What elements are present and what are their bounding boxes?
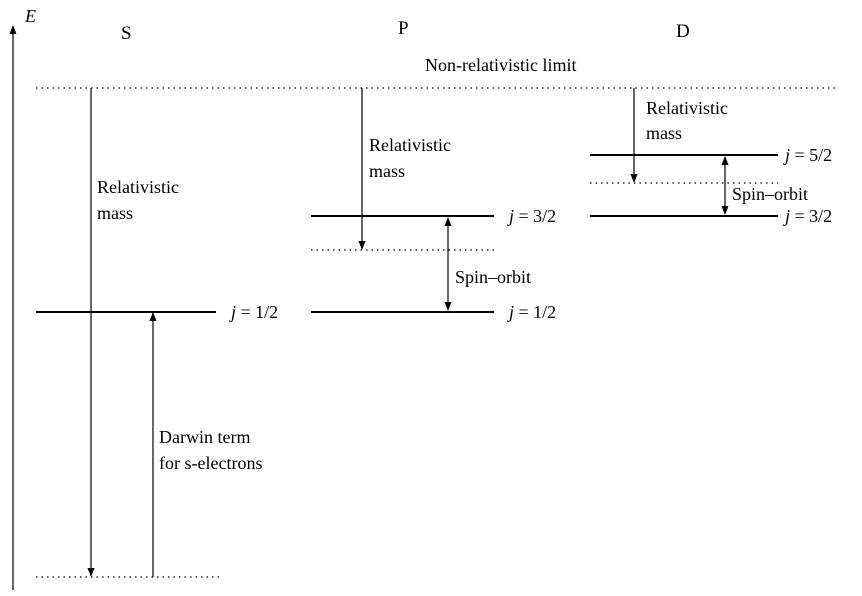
s-darwin-term-label: Darwin term for s-electrons (159, 427, 262, 473)
d-j-three-half-label: j = 3/2 (783, 206, 832, 226)
column-header-s: S (121, 23, 132, 44)
p-spin-orbit-label: Spin–orbit (455, 267, 531, 287)
column-header-d: D (676, 21, 690, 42)
column-header-p: P (398, 18, 409, 39)
non-relativistic-limit-label: Non-relativistic limit (425, 55, 576, 75)
s-j-half-label: j = 1/2 (229, 302, 278, 322)
d-spin-orbit-label: Spin–orbit (732, 184, 808, 204)
p-relativistic-mass-label: Relativistic mass (369, 135, 455, 181)
p-j-half-label: j = 1/2 (507, 302, 556, 322)
d-relativistic-mass-label: Relativistic mass (646, 98, 732, 143)
energy-axis-label: E (24, 6, 36, 26)
s-relativistic-mass-label: Relativistic mass (97, 177, 183, 223)
p-j-three-half-label: j = 3/2 (507, 206, 556, 226)
d-j-five-half-label: j = 5/2 (783, 145, 832, 165)
